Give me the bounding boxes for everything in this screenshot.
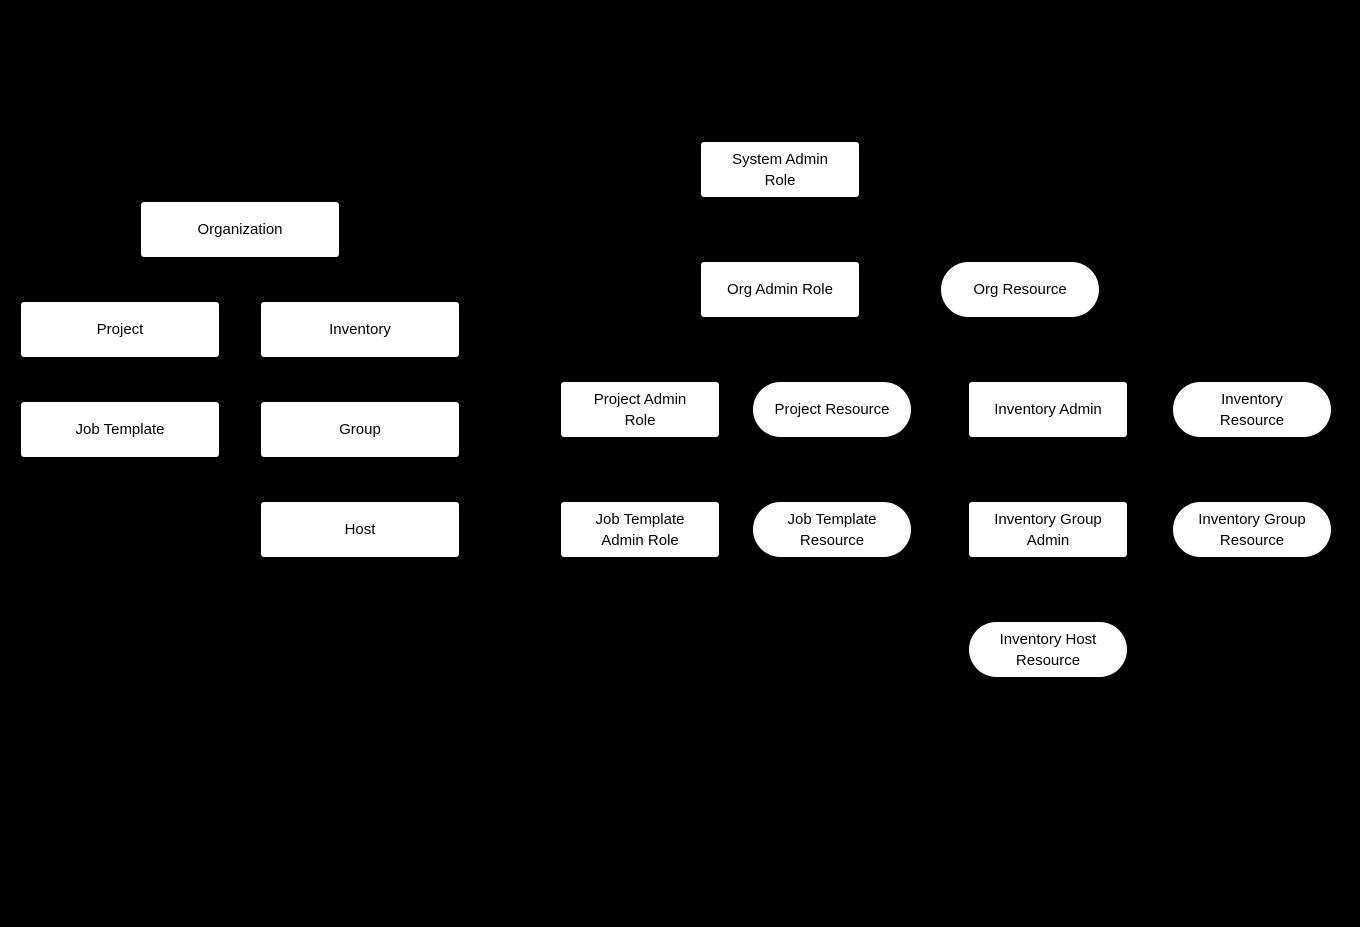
node-host: Host <box>261 502 459 557</box>
node-project-label: Project <box>96 321 144 338</box>
node-inventory: Inventory <box>261 302 459 357</box>
node-project: Project <box>21 302 219 357</box>
node-job-template: Job Template <box>21 402 219 457</box>
node-inventory-resource: Inventory Resource <box>1173 382 1331 437</box>
node-group-label: Group <box>339 421 381 438</box>
node-job-template-resource-label: Job Template Resource <box>787 510 877 549</box>
node-group: Group <box>261 402 459 457</box>
node-job-template-admin-role: Job Template Admin Role <box>561 502 719 557</box>
node-org-admin-role: Org Admin Role <box>701 262 859 317</box>
node-organization-label: Organization <box>197 221 283 238</box>
node-organization: Organization <box>141 202 339 257</box>
node-job-template-label: Job Template <box>75 421 165 438</box>
node-system-admin-role: System Admin Role <box>701 142 859 197</box>
node-org-admin-role-label: Org Admin Role <box>727 281 833 298</box>
node-project-resource: Project Resource <box>753 382 911 437</box>
node-org-resource-label: Org Resource <box>973 281 1067 298</box>
node-inventory-group-resource: Inventory Group Resource <box>1173 502 1331 557</box>
node-project-admin-role: Project Admin Role <box>561 382 719 437</box>
node-host-label: Host <box>344 521 376 538</box>
node-inventory-admin-label: Inventory Admin <box>994 401 1102 418</box>
node-inventory-label: Inventory <box>329 321 391 338</box>
node-inventory-host-resource: Inventory Host Resource <box>969 622 1127 677</box>
node-org-resource: Org Resource <box>941 262 1099 317</box>
node-inventory-admin: Inventory Admin <box>969 382 1127 437</box>
node-inventory-group-resource-label: Inventory Group Resource <box>1198 510 1306 549</box>
node-project-admin-role-label: Project Admin Role <box>593 390 687 429</box>
node-system-admin-role-label: System Admin Role <box>732 150 828 189</box>
node-job-template-resource: Job Template Resource <box>753 502 911 557</box>
node-inventory-group-admin: Inventory Group Admin <box>969 502 1127 557</box>
node-inventory-group-admin-label: Inventory Group Admin <box>994 510 1102 549</box>
node-inventory-host-resource-label: Inventory Host Resource <box>999 630 1097 669</box>
node-job-template-admin-role-label: Job Template Admin Role <box>595 510 685 549</box>
node-inventory-resource-label: Inventory Resource <box>1219 390 1285 429</box>
node-project-resource-label: Project Resource <box>774 401 890 418</box>
